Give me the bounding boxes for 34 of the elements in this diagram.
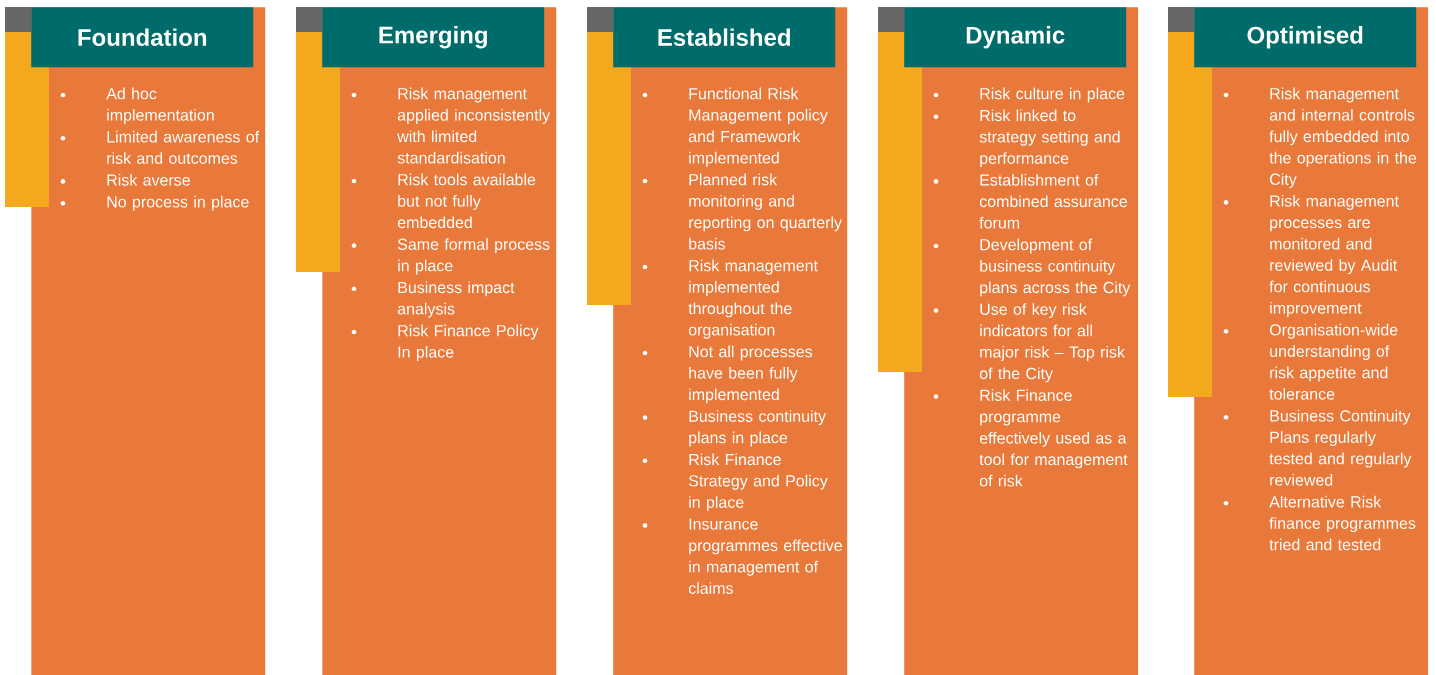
column-panel xyxy=(31,7,266,675)
bullet-item: Risk Finance Strategy and Policy in place xyxy=(642,453,828,512)
column-header: Foundation xyxy=(31,7,254,68)
bullet-item: Risk Finance programme effectively used as a tool for management of risk xyxy=(933,389,1128,487)
bullet-item: Functional Risk Management policy and Framework implemented xyxy=(642,87,828,167)
bullet-item: Alternative Risk finance programmes tried and tested xyxy=(1223,495,1416,551)
bullet-item: Insurance programmes effective in management of claims xyxy=(642,518,842,594)
column-panel xyxy=(322,7,557,675)
bullet-item: Development of business continuity plans across the City xyxy=(933,238,1131,297)
bullet-item: Same formal process in place xyxy=(351,238,550,275)
bullet-item: Risk linked to strategy setting and performance xyxy=(933,109,1120,168)
bullet-item: Risk tools available but not fully embedded xyxy=(351,173,536,229)
bullet-item: Limited awareness of risk and outcomes xyxy=(60,130,260,164)
bullet-item: Planned risk monitoring and reporting on quarterly basis xyxy=(642,173,842,250)
bullet-item: No process in place xyxy=(60,195,249,211)
bullet-item: Risk Finance Policy In place xyxy=(351,324,539,361)
bullet-item: Organisation-wide understanding of risk appetite and tolerance xyxy=(1223,323,1398,400)
bullet-item: Risk averse xyxy=(60,174,190,186)
bullet-item: Risk management implemented throughout the organisation xyxy=(642,259,818,339)
column-header: Optimised xyxy=(1194,7,1417,68)
column-header: Emerging xyxy=(322,7,545,68)
bullet-item: Risk management and internal controls fully embedded into the operations in the City xyxy=(1223,87,1417,189)
bullet-item: Risk management applied inconsistently with limited standardisation xyxy=(351,87,551,164)
bullet-item: Business impact analysis xyxy=(351,281,515,318)
bullet-item: Risk culture in place xyxy=(933,87,1125,103)
bullet-item: Not all processes have been fully implemented xyxy=(642,345,813,404)
bullet-item: Business continuity plans in place xyxy=(642,410,826,447)
bullet-item: Establishment of combined assurance forum xyxy=(933,174,1127,229)
column-header: Dynamic xyxy=(904,7,1127,68)
bullet-item: Risk management processes are monitored and reviewed by Audit for continuous improvement xyxy=(1223,195,1399,317)
bullet-item: Business Continuity Plans regularly tested and regularly reviewed xyxy=(1223,409,1412,486)
bullet-item: Ad hoc implementation xyxy=(60,87,214,124)
column-header: Established xyxy=(613,7,836,68)
bullet-item: Use of key risk indicators for all major risk – Top risk of the City xyxy=(933,303,1125,383)
